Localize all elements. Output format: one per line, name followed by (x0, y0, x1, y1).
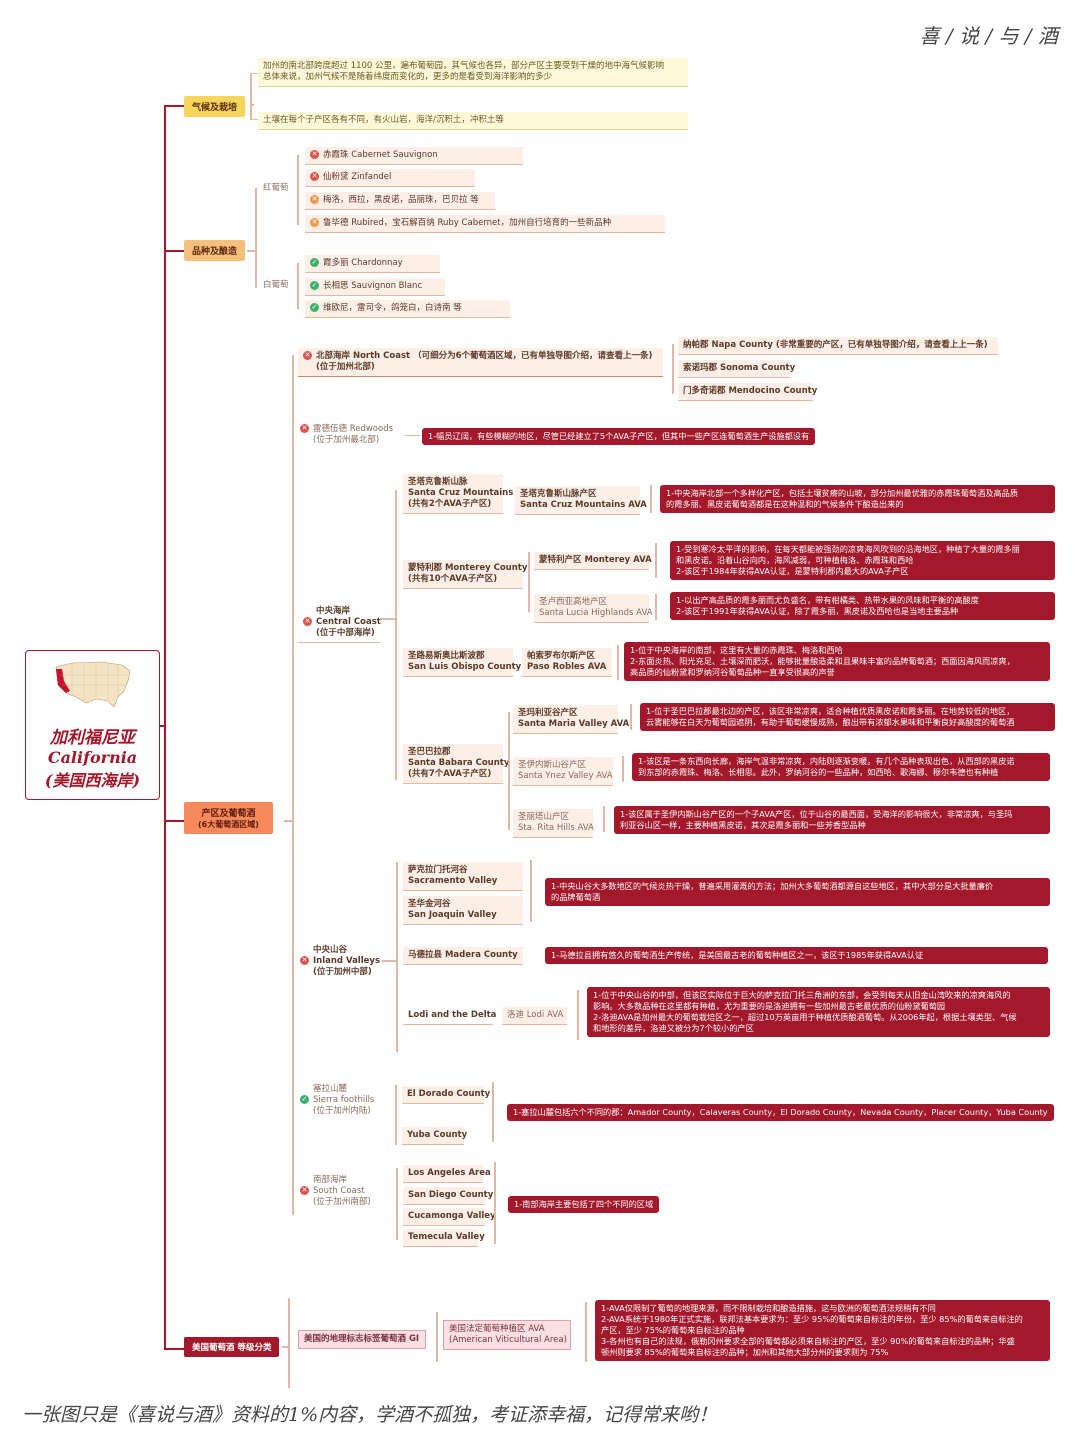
white-variety-2: ✓长相思 Sauvignon Blanc (305, 278, 445, 296)
white-variety-1: ✓霞多丽 Chardonnay (305, 255, 440, 273)
red-dot-icon: ✕ (300, 424, 309, 433)
santa-ynez-note: 1-该区是一条东西向长廊，海岸气温非常凉爽，内陆则逐渐变暖。有几个品种表现出色，… (632, 753, 1050, 781)
ava-rules-note: 1-AVA仅限制了葡萄的地理来源，而不限制栽培和酿造措施，这与欧洲的葡萄酒法规稍… (595, 1300, 1050, 1361)
white-grape-label: 白葡萄 (263, 280, 289, 290)
lodi-note: 1-位于中央山谷的中部，但该区实际位于巨大的萨克拉门托三角洲的东部，会受到每天从… (587, 987, 1050, 1037)
climate-note-1: 加州的南北部跨度超过 1100 公里，遍布葡萄园，其气候也各异，部分产区主要受到… (258, 58, 688, 87)
region-central-coast[interactable]: 中央海岸 ✕Central Coast (位于中部海岸) (298, 603, 381, 643)
region-redwoods[interactable]: ✕雷德伍德 Redwoods (位于加州最北部) (300, 424, 394, 445)
santa-maria-note: 1-位于圣巴巴拉郡最北边的产区，该区非常凉爽，适合种植优质黑皮诺和霞多丽。在地势… (640, 703, 1055, 731)
red-dot-icon: ✕ (310, 150, 319, 159)
iv-lodi-ava: 洛迪 Lodi AVA (502, 1007, 567, 1025)
green-dot-icon: ✓ (310, 258, 319, 267)
red-grape-label: 红葡萄 (263, 183, 289, 193)
south-cucamonga: Cucamonga Valley (403, 1208, 496, 1226)
region-sierra-foothills[interactable]: 塞拉山麓 ✓Sierra foothills (位于加州内陆) (300, 1084, 375, 1116)
south-note: 1-南部海岸主要包括了四个不同的区域 (508, 1196, 660, 1213)
iv-valleys-note: 1-中央山谷大多数地区的气候炎热干燥，普遍采用灌溉的方法；加州大多葡萄酒都源自这… (545, 878, 1050, 906)
orange-dot-icon: ✕ (310, 195, 319, 204)
class-ava: 美国法定葡萄种植区 AVA(American Viticultural Area… (443, 1320, 571, 1350)
santa-cruz-note: 1-中央海岸北部一个多样化产区，包括土壤贫瘠的山坡，部分加州最优雅的赤霞珠葡萄酒… (660, 485, 1055, 513)
us-map (52, 657, 134, 715)
region-north-coast[interactable]: ✕北部海岸 North Coast （可细分为6个葡萄酒区域，已有单独导图介绍，… (298, 348, 663, 377)
south-los-angeles: Los Angeles Area (403, 1165, 491, 1183)
red-dot-icon: ✕ (300, 1186, 309, 1195)
north-sub-mendocino: 门多奇诺郡 Mendocino County (678, 383, 817, 401)
category-regions[interactable]: 产区及葡萄酒(6大葡萄酒区域) (184, 802, 273, 834)
region-south-coast[interactable]: 南部海岸 ✕South Coast (位于加州南部) (300, 1175, 371, 1207)
green-dot-icon: ✓ (310, 303, 319, 312)
region-inland-valleys[interactable]: 中央山谷 ✕Inland Valleys (位于加州中部) (300, 945, 380, 977)
category-varieties[interactable]: 品种及酿造 (184, 240, 246, 261)
class-gi: 美国的地理标志标签葡萄酒 GI (298, 1330, 426, 1349)
white-variety-3: ✓维欧尼，雷司令，鸽笼白，白诗南 等 (305, 300, 510, 318)
redwoods-note: 1-幅员辽阔，有些模糊的地区，尽管已经建立了5个AVA子产区，但其中一些产区连葡… (422, 428, 816, 445)
red-dot-icon: ✕ (300, 956, 309, 965)
south-san-diego: San Diego County (403, 1187, 493, 1205)
category-climate[interactable]: 气候及栽培 (184, 96, 246, 117)
sta-rita-note: 1-该区属于圣伊内斯山谷产区的一个子AVA产区，位于山谷的最西面，受海洋的影响很… (614, 806, 1050, 834)
iv-lodi-delta: Lodi and the Delta (403, 1007, 496, 1025)
red-variety-3: ✕梅洛，西拉，黑皮诺，品丽珠，巴贝拉 等 (305, 192, 495, 210)
north-sub-napa: 纳帕郡 Napa County (非常重要的产区，已有单独导图介绍，请查看上上一… (678, 337, 998, 355)
climate-note-2: 土壤在每个子产区各有不同，有火山岩，海洋/沉积土，冲积土等 (258, 112, 688, 130)
monterey-note: 1-受到寒冷太平洋的影响，在每天都能被强劲的凉爽海风吹到的沿海地区，种植了大量的… (670, 541, 1055, 580)
orange-dot-icon: ✕ (310, 218, 319, 227)
red-variety-2: ✕仙粉黛 Zinfandel (305, 169, 475, 187)
brand-title: 喜 / 说 / 与 / 酒 (919, 24, 1058, 48)
south-temecula: Temecula Valley (403, 1229, 485, 1247)
root-title-sub: (美国西海岸) (44, 771, 141, 790)
root-title-en: California (47, 748, 138, 767)
north-sub-sonoma: 索诺玛郡 Sonoma County (678, 360, 795, 378)
sierra-el-dorado: El Dorado County (402, 1086, 490, 1104)
footer-slogan: 一张图只是《喜说与酒》资料的1%内容，学酒不孤独，考证添幸福，记得常来哟！ (22, 1404, 718, 1426)
iv-madera: 马德拉县 Madera County (403, 947, 523, 965)
red-dot-icon: ✕ (303, 617, 312, 626)
red-dot-icon: ✕ (310, 172, 319, 181)
root-title-cn: 加利福尼亚 (50, 728, 135, 748)
category-classification[interactable]: 美国葡萄酒 等级分类 (184, 1337, 280, 1357)
red-variety-1: ✕赤霞珠 Cabernet Sauvignon (305, 147, 523, 165)
root-node: 加利福尼亚 California (美国西海岸) (25, 650, 160, 800)
sierra-yuba: Yuba County (402, 1127, 467, 1145)
cc-monterey[interactable]: 蒙特利郡 Monterey County(共有10个AVA子产区) (403, 560, 527, 589)
red-dot-icon: ✕ (303, 351, 312, 360)
cc-monterey-ava: 蒙特利产区 Monterey AVA (534, 552, 652, 570)
green-dot-icon: ✓ (310, 281, 319, 290)
madera-note: 1-马德拉县拥有悠久的葡萄酒生产传统，是美国最古老的葡萄种植区之一，该区于198… (545, 947, 1048, 964)
green-dot-icon: ✓ (300, 1095, 309, 1104)
red-variety-4: ✕鲁毕德 Rubired，宝石解百纳 Ruby Cabernet，加州自行培育的… (305, 215, 665, 233)
sierra-note: 1-塞拉山麓包括六个不同的郡：Amador County，Calaveras C… (507, 1104, 1054, 1121)
